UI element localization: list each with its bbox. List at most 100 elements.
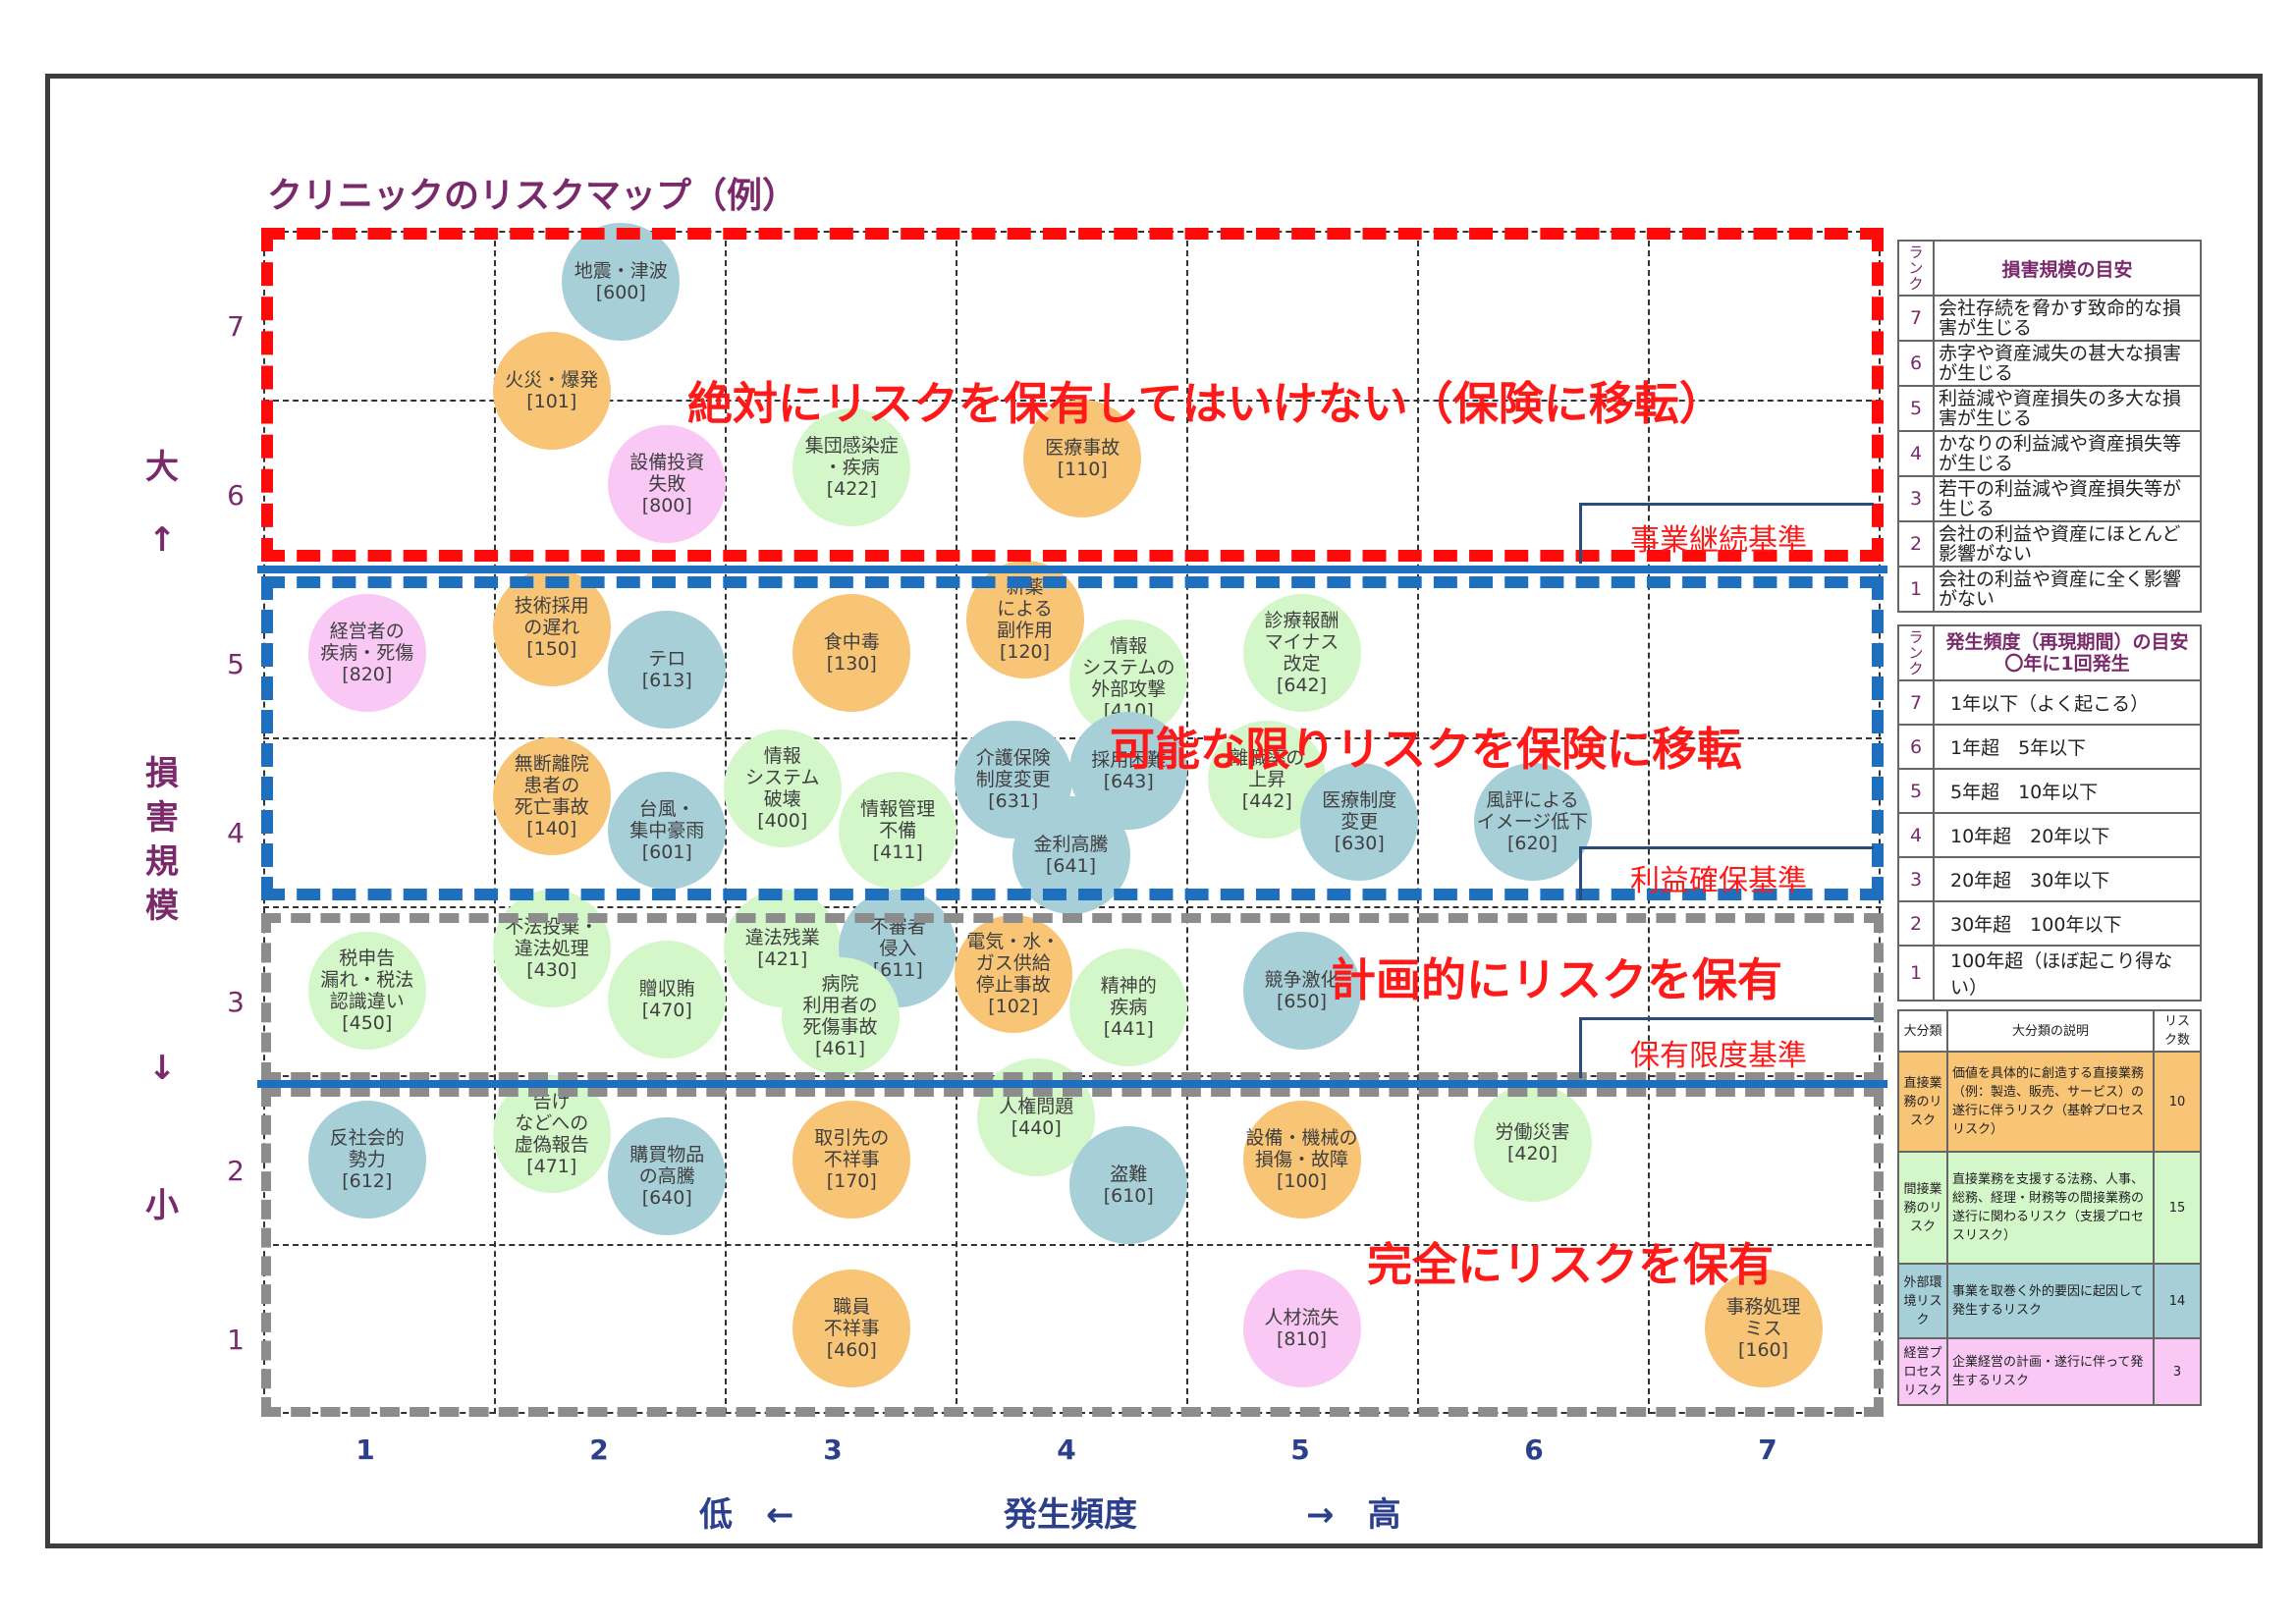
zone-transfer — [261, 576, 1884, 900]
risk-bubble: 労働災害[420] — [1473, 1083, 1592, 1202]
legend-category: 大分類 大分類の説明 リスク数 直接業務のリスク価値を具体的に創造する直接業務（… — [1897, 1009, 2202, 1406]
legend-text: 5年超 10年以下 — [1933, 768, 2202, 814]
risk-bubble-text: 競争激化 — [1264, 969, 1339, 991]
risk-bubble-text: 情報 — [1110, 634, 1148, 657]
legend-text: 会社の利益や資産に全く影響がない — [1933, 566, 2202, 613]
grid-line — [494, 231, 496, 1414]
legend-text: 100年超（ほぼ起こり得ない） — [1933, 945, 2202, 1001]
risk-bubble-text: 患者の — [523, 775, 580, 797]
risk-bubble-text: 医療制度 — [1322, 789, 1397, 811]
x-tick: 2 — [589, 1434, 609, 1466]
risk-bubble-text: 破壊 — [763, 787, 801, 810]
zone-label-gray1: 計画的にリスクを保有 — [1331, 953, 1782, 1006]
risk-bubble-text: [461] — [814, 1037, 866, 1059]
risk-bubble-text: 制度変更 — [975, 769, 1051, 790]
risk-bubble-text: マイナス — [1264, 631, 1339, 653]
legend-text: 20年超 30年以下 — [1933, 856, 2202, 902]
risk-bubble: 競争激化[650] — [1242, 932, 1361, 1050]
risk-bubble-text: [400] — [757, 809, 808, 832]
risk-bubble-text: [610] — [1103, 1184, 1154, 1207]
risk-bubble-text: [612] — [342, 1170, 393, 1192]
legend-text: 会社の利益や資産にほとんど影響がない — [1933, 520, 2202, 568]
risk-bubble: 事務処理ミス[160] — [1704, 1270, 1823, 1387]
risk-bubble: 精神的疾病[441] — [1069, 948, 1188, 1067]
risk-bubble-text: 認識違い — [329, 991, 405, 1012]
risk-bubble: 医療制度変更[630] — [1300, 763, 1419, 881]
x-tick: 7 — [1758, 1434, 1777, 1466]
y-arrow-down: ↓ — [147, 1049, 177, 1088]
y-tick: 7 — [227, 310, 245, 343]
risk-bubble-text: 地震・津波 — [574, 259, 668, 282]
risk-bubble-text: 設備・機械の — [1245, 1127, 1358, 1149]
risk-bubble-text: 情報管理 — [860, 797, 936, 820]
risk-bubble-text: 電気・水・ — [966, 930, 1061, 952]
risk-bubble-text: 虚偽報告 — [514, 1134, 589, 1157]
risk-bubble-text: [613] — [641, 670, 692, 692]
legend-text: 赤字や資産減失の甚大な損害が生じる — [1933, 340, 2202, 387]
legend-category-count: 14 — [2153, 1263, 2202, 1339]
risk-bubble-text: [600] — [595, 281, 646, 303]
risk-bubble-text: システム — [745, 766, 820, 788]
legend-text: 30年超 100年以下 — [1933, 900, 2202, 947]
legend-rank: 7 — [1897, 295, 1935, 342]
legend-damage-header: 損害規模の目安 — [1933, 240, 2202, 297]
x-tick: 1 — [355, 1434, 375, 1466]
legend-rank: 5 — [1897, 385, 1935, 432]
risk-bubble-text: 死傷事故 — [802, 1015, 878, 1038]
legend-text: 1年超 5年以下 — [1933, 724, 2202, 770]
risk-bubble: 火災・爆発[101] — [492, 332, 611, 451]
risk-bubble-text: [641] — [1045, 855, 1097, 878]
risk-bubble-text: 勢力 — [348, 1149, 386, 1170]
risk-bubble-text: [620] — [1506, 833, 1558, 854]
risk-bubble-text: 人権問題 — [999, 1096, 1074, 1117]
risk-bubble-text: [421] — [757, 948, 808, 970]
risk-bubble-text: 技術採用 — [514, 595, 589, 618]
legend-category-row: 直接業務のリスク価値を具体的に創造する直接業務（例：製造、販売、サービス）の遂行… — [1897, 1051, 2202, 1153]
legend-rank: 2 — [1897, 520, 1935, 568]
page-title: クリニックのリスクマップ（例） — [267, 176, 798, 216]
zone-label-gray2: 完全にリスクを保有 — [1367, 1238, 1774, 1291]
legend-category-desc: 価値を具体的に創造する直接業務（例：製造、販売、サービス）の遂行に伴うリスク（基… — [1946, 1051, 2155, 1153]
risk-bubble: 職員不祥事[460] — [793, 1270, 911, 1387]
risk-bubble-text: 不祥事 — [823, 1149, 880, 1170]
legend-text: 会社存続を脅かす致命的な損害が生じる — [1933, 295, 2202, 342]
risk-bubble-text: [110] — [1057, 459, 1108, 481]
risk-bubble-text: 診療報酬 — [1264, 610, 1339, 631]
y-tick: 3 — [227, 986, 245, 1018]
legend-category-name: 外部環境リスク — [1897, 1263, 1948, 1339]
risk-bubble-text: 集団感染症 — [804, 434, 899, 457]
risk-bubble-text: [442] — [1241, 790, 1292, 812]
legend-rank: 4 — [1897, 430, 1935, 477]
grid-line — [1186, 231, 1188, 1414]
legend-category-count: 3 — [2153, 1337, 2202, 1406]
legend-rank: 6 — [1897, 340, 1935, 387]
risk-bubble: 風評によるイメージ低下[620] — [1473, 763, 1592, 881]
risk-bubble-text: 反社会的 — [329, 1127, 405, 1149]
grid-line — [1648, 231, 1650, 1414]
risk-bubble-text: [640] — [641, 1187, 692, 1210]
risk-bubble-text: 事務処理 — [1725, 1296, 1801, 1318]
legend-rank: 6 — [1897, 724, 1935, 770]
standard-box — [1579, 503, 1874, 564]
risk-bubble-text: 労働災害 — [1495, 1120, 1570, 1143]
risk-bubble-text: 外部攻撃 — [1091, 677, 1167, 700]
y-label-char: 規 — [145, 842, 179, 882]
risk-bubble-text: 停止事故 — [975, 973, 1051, 996]
risk-bubble-text: システムの — [1082, 656, 1175, 678]
risk-bubble-text: 台風・ — [638, 797, 695, 820]
risk-bubble: 無断離院患者の死亡事故[140] — [492, 737, 611, 856]
risk-bubble: 電気・水・ガス供給停止事故[102] — [954, 914, 1072, 1033]
standard-line-retention — [257, 1080, 1887, 1088]
risk-bubble-text: 離職率の — [1230, 747, 1305, 769]
risk-bubble-text: [411] — [872, 840, 923, 863]
risk-bubble-text: [650] — [1276, 991, 1328, 1012]
x-tick: 5 — [1290, 1434, 1310, 1466]
